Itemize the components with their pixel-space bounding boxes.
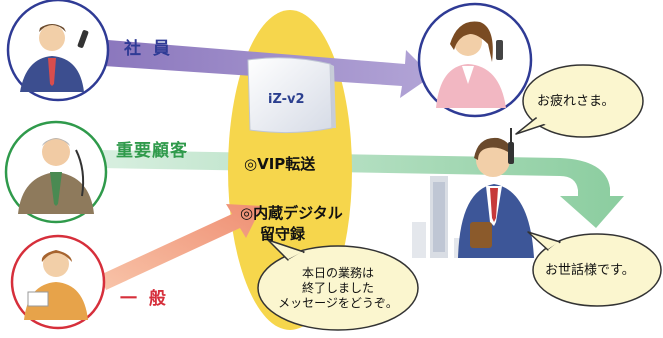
voicemail-feature: ◎内蔵デジタル (240, 204, 343, 222)
vip-reply-text: お世話様です。 (545, 263, 635, 278)
office-worker-avatar (417, 2, 533, 118)
vip-reply-bubble (527, 231, 662, 307)
voicemail-message-bubble (257, 239, 419, 331)
employee-label: 社 員 (124, 39, 173, 59)
device-icon (247, 57, 336, 134)
message-line-1: 本日の業務は (301, 266, 374, 280)
employee-reply-text: お疲れさま。 (537, 94, 615, 109)
general-label: 一 般 (120, 289, 169, 309)
vip-avatar (4, 120, 108, 224)
vip-transfer-feature: ◎VIP転送 (244, 155, 316, 173)
employee-reply-bubble (515, 64, 644, 138)
employee-avatar (6, 0, 110, 102)
voicemail-feature-line2: 留守録 (260, 225, 306, 243)
vip-customer-label: 重要顧客 (116, 141, 188, 161)
general-avatar (10, 234, 106, 330)
general-flow-arrow (100, 204, 262, 290)
message-line-3: メッセージをどうぞ。 (278, 296, 398, 310)
businessman-illustration (412, 128, 534, 258)
vip-flow-arrow (100, 150, 624, 228)
device-name: iZ-v2 (268, 92, 305, 107)
message-line-2: 終了しました (301, 281, 374, 295)
